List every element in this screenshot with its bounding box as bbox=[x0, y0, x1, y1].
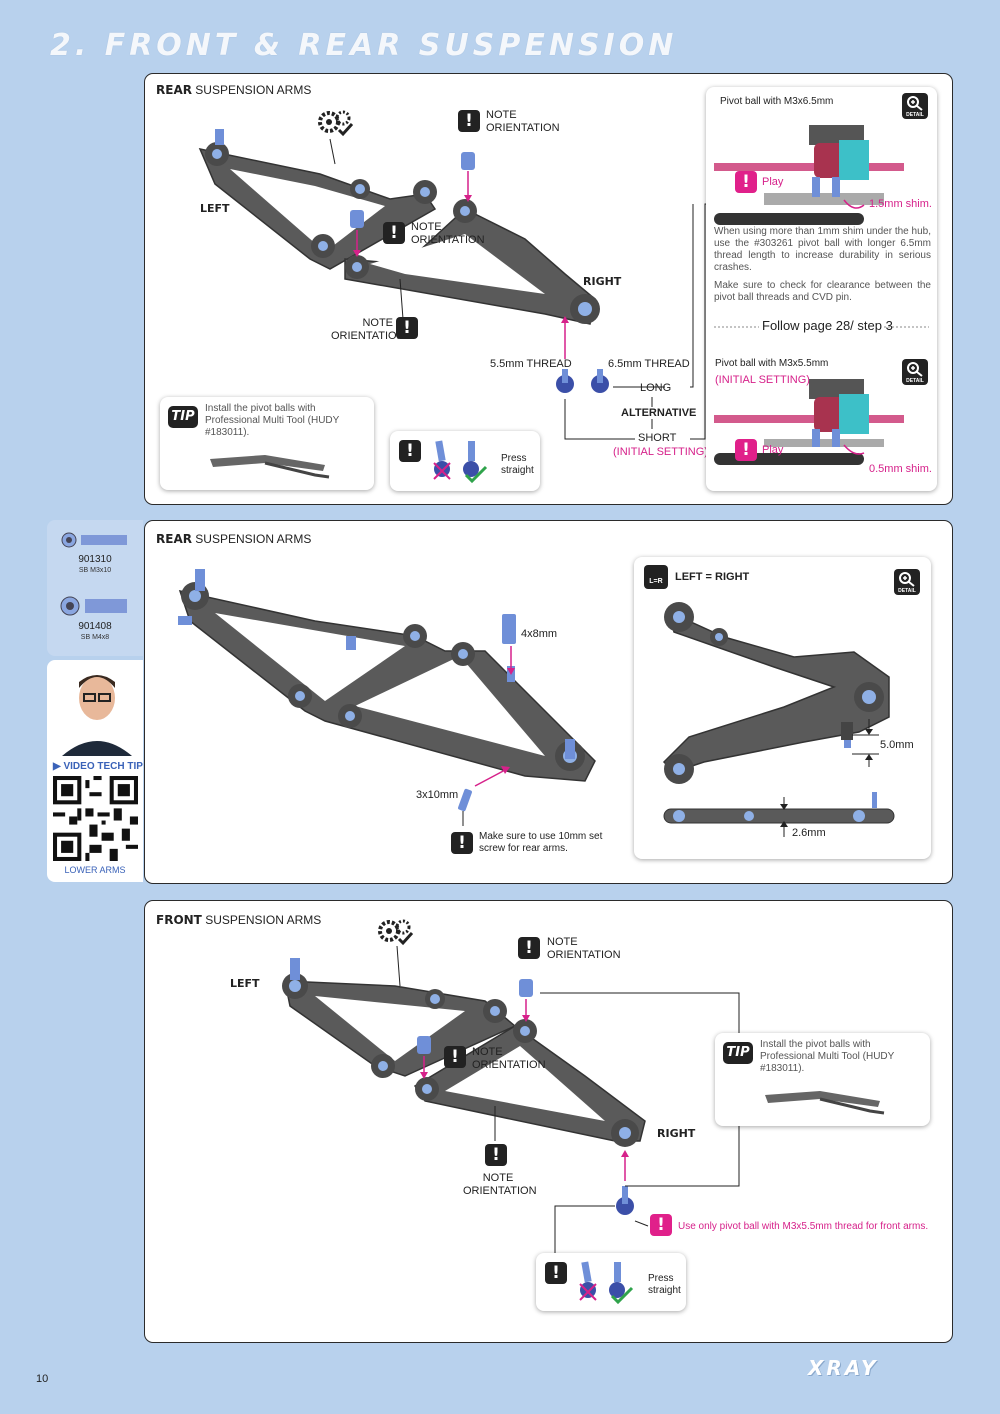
warning-icon: ! bbox=[545, 1262, 567, 1284]
leader-line bbox=[198, 129, 710, 440]
warning-icon: ! bbox=[451, 832, 473, 854]
warning-icon: ! bbox=[518, 937, 540, 959]
thread-55-label: 5.5mm THREAD bbox=[490, 358, 572, 370]
dim-5mm: 5.0mm bbox=[880, 739, 914, 751]
long-label: LONG bbox=[640, 382, 672, 394]
video-caption: LOWER ARMS bbox=[64, 865, 126, 875]
pivot-ball-wrong-icon bbox=[579, 1261, 634, 1305]
multi-tool-icon bbox=[210, 455, 330, 479]
warning-icon: ! bbox=[458, 110, 480, 132]
follow-page-link[interactable]: Follow page 28/ step 3 bbox=[762, 318, 893, 333]
qr-code[interactable] bbox=[53, 776, 138, 861]
shim-label: 1.5mm shim. bbox=[869, 198, 932, 210]
part-desc: SB M3x10 bbox=[78, 567, 112, 574]
warning-icon: ! bbox=[444, 1046, 466, 1068]
press-straight-text: Press straight bbox=[501, 453, 534, 476]
detail-card-m3x65: Pivot ball with M3x6.5mm DETAIL ! Play 1… bbox=[706, 87, 937, 491]
front-arm-assembly-illustration bbox=[282, 945, 740, 1256]
tip-card: TIP Install the pivot balls with Profess… bbox=[715, 1033, 930, 1126]
short-label: SHORT bbox=[638, 432, 677, 444]
screw-size-label: 3x10mm bbox=[416, 789, 459, 801]
tip-text: Install the pivot balls with Professiona… bbox=[205, 403, 340, 438]
section-title: REAR SUSPENSION ARMS bbox=[156, 532, 312, 546]
front-thread-warning: Use only pivot ball with M3x5.5mm thread… bbox=[678, 1221, 929, 1232]
brand-logo: XRAY bbox=[808, 1356, 879, 1380]
tip-card: TIP Install the pivot balls with Profess… bbox=[160, 397, 374, 490]
warning-icon: ! bbox=[396, 317, 418, 339]
initial-setting-label: (INITIAL SETTING) bbox=[613, 446, 708, 458]
label-left: LEFT bbox=[230, 977, 260, 990]
dim-26mm: 2.6mm bbox=[792, 827, 826, 839]
label-right: RIGHT bbox=[657, 1127, 696, 1140]
set-screw-icon bbox=[61, 532, 127, 548]
detail-magnifier-icon: DETAIL bbox=[902, 359, 928, 385]
spacer-size-label: 4x8mm bbox=[521, 628, 558, 640]
shim-label-2: 0.5mm shim. bbox=[869, 463, 932, 475]
gear-check-icon bbox=[378, 919, 414, 946]
hub-detail-illustration-2 bbox=[714, 379, 904, 465]
warning-icon: ! bbox=[399, 440, 421, 462]
note-orientation-1: NOTE ORIENTATION bbox=[486, 109, 560, 134]
thread-65-label: 6.5mm THREAD bbox=[608, 358, 690, 370]
warning-icon: ! bbox=[650, 1214, 672, 1236]
note-orientation-2: NOTE ORIENTATION bbox=[411, 221, 485, 246]
warning-icon: ! bbox=[735, 171, 757, 193]
detail-title-2: Pivot ball with M3x5.5mm bbox=[715, 358, 829, 369]
page-title: 2. FRONT & REAR SUSPENSION bbox=[50, 28, 678, 63]
part-code: 901408 bbox=[78, 621, 112, 632]
arm-detail-illustration bbox=[662, 602, 895, 837]
warning-icon: ! bbox=[735, 439, 757, 461]
warning-icon: ! bbox=[485, 1144, 507, 1166]
tip-text: Install the pivot balls with Professiona… bbox=[760, 1039, 895, 1074]
note-orientation-3: NOTE ORIENTATION bbox=[331, 317, 405, 342]
note-orientation-3: NOTE ORIENTATION bbox=[463, 1172, 537, 1197]
screw-warning-text: Make sure to use 10mm set screw for rear… bbox=[479, 831, 603, 854]
alternative-label: ALTERNATIVE bbox=[621, 407, 697, 419]
detail-magnifier-icon: DETAIL bbox=[902, 93, 928, 119]
play-icon: ▶ bbox=[53, 761, 61, 772]
detail-text-1: When using more than 1mm shim under the … bbox=[714, 226, 931, 273]
lr-icon: L=R bbox=[644, 565, 668, 589]
parts-list: 901310 SB M3x10 901408 SB M4x8 bbox=[47, 520, 143, 656]
pivot-ball-wrong-icon bbox=[433, 440, 488, 484]
play-label-2: Play bbox=[762, 444, 784, 456]
label-right: RIGHT bbox=[583, 275, 622, 288]
label-left: LEFT bbox=[200, 202, 230, 215]
video-tech-tip[interactable]: ▶ VIDEO TECH TIP LOWER ARMS bbox=[47, 660, 143, 882]
detail-magnifier-icon: DETAIL bbox=[894, 569, 920, 595]
section-title: FRONT SUSPENSION ARMS bbox=[156, 913, 322, 927]
note-orientation-2: NOTE ORIENTATION bbox=[472, 1046, 546, 1071]
video-tip-label[interactable]: ▶ VIDEO TECH TIP bbox=[53, 761, 143, 772]
rear-arm-assembly-illustration bbox=[178, 569, 596, 826]
press-straight-card: ! Press straight bbox=[390, 431, 540, 491]
part-code: 901310 bbox=[78, 554, 112, 565]
detail-text-2: Make sure to check for clearance between… bbox=[714, 280, 931, 303]
warning-icon: ! bbox=[383, 222, 405, 244]
note-orientation-1: NOTE ORIENTATION bbox=[547, 936, 621, 961]
detail-sub-2: (INITIAL SETTING) bbox=[715, 374, 810, 386]
tip-badge: TIP bbox=[723, 1042, 753, 1064]
section-front-arms: FRONT SUSPENSION ARMS LEFT bbox=[144, 900, 953, 1343]
press-straight-card: ! Press straight bbox=[536, 1253, 686, 1311]
detail-title: Pivot ball with M3x6.5mm bbox=[720, 96, 834, 107]
part-desc: SB M4x8 bbox=[80, 634, 110, 641]
set-screw-icon bbox=[60, 596, 127, 616]
divider bbox=[714, 326, 929, 328]
tip-badge: TIP bbox=[168, 406, 198, 428]
section-rear-arms-1: REAR SUSPENSION ARMS bbox=[144, 73, 953, 505]
hub-detail-illustration-1 bbox=[714, 125, 904, 225]
presenter-avatar bbox=[57, 666, 137, 756]
press-straight-text: Press straight bbox=[648, 1273, 681, 1296]
section-rear-arms-2: REAR SUSPENSION ARMS 4x8mm 3x10mm ! Make… bbox=[144, 520, 953, 884]
gear-check-icon bbox=[318, 110, 354, 137]
play-label: Play bbox=[762, 176, 784, 188]
left-equals-right-card: L=R LEFT = RIGHT DETAIL 5.0mm 2.6mm bbox=[634, 557, 931, 859]
lr-title: LEFT = RIGHT bbox=[675, 571, 750, 583]
multi-tool-icon bbox=[765, 1091, 885, 1115]
section-title: REAR SUSPENSION ARMS bbox=[156, 83, 312, 97]
page-number: 10 bbox=[36, 1373, 49, 1385]
